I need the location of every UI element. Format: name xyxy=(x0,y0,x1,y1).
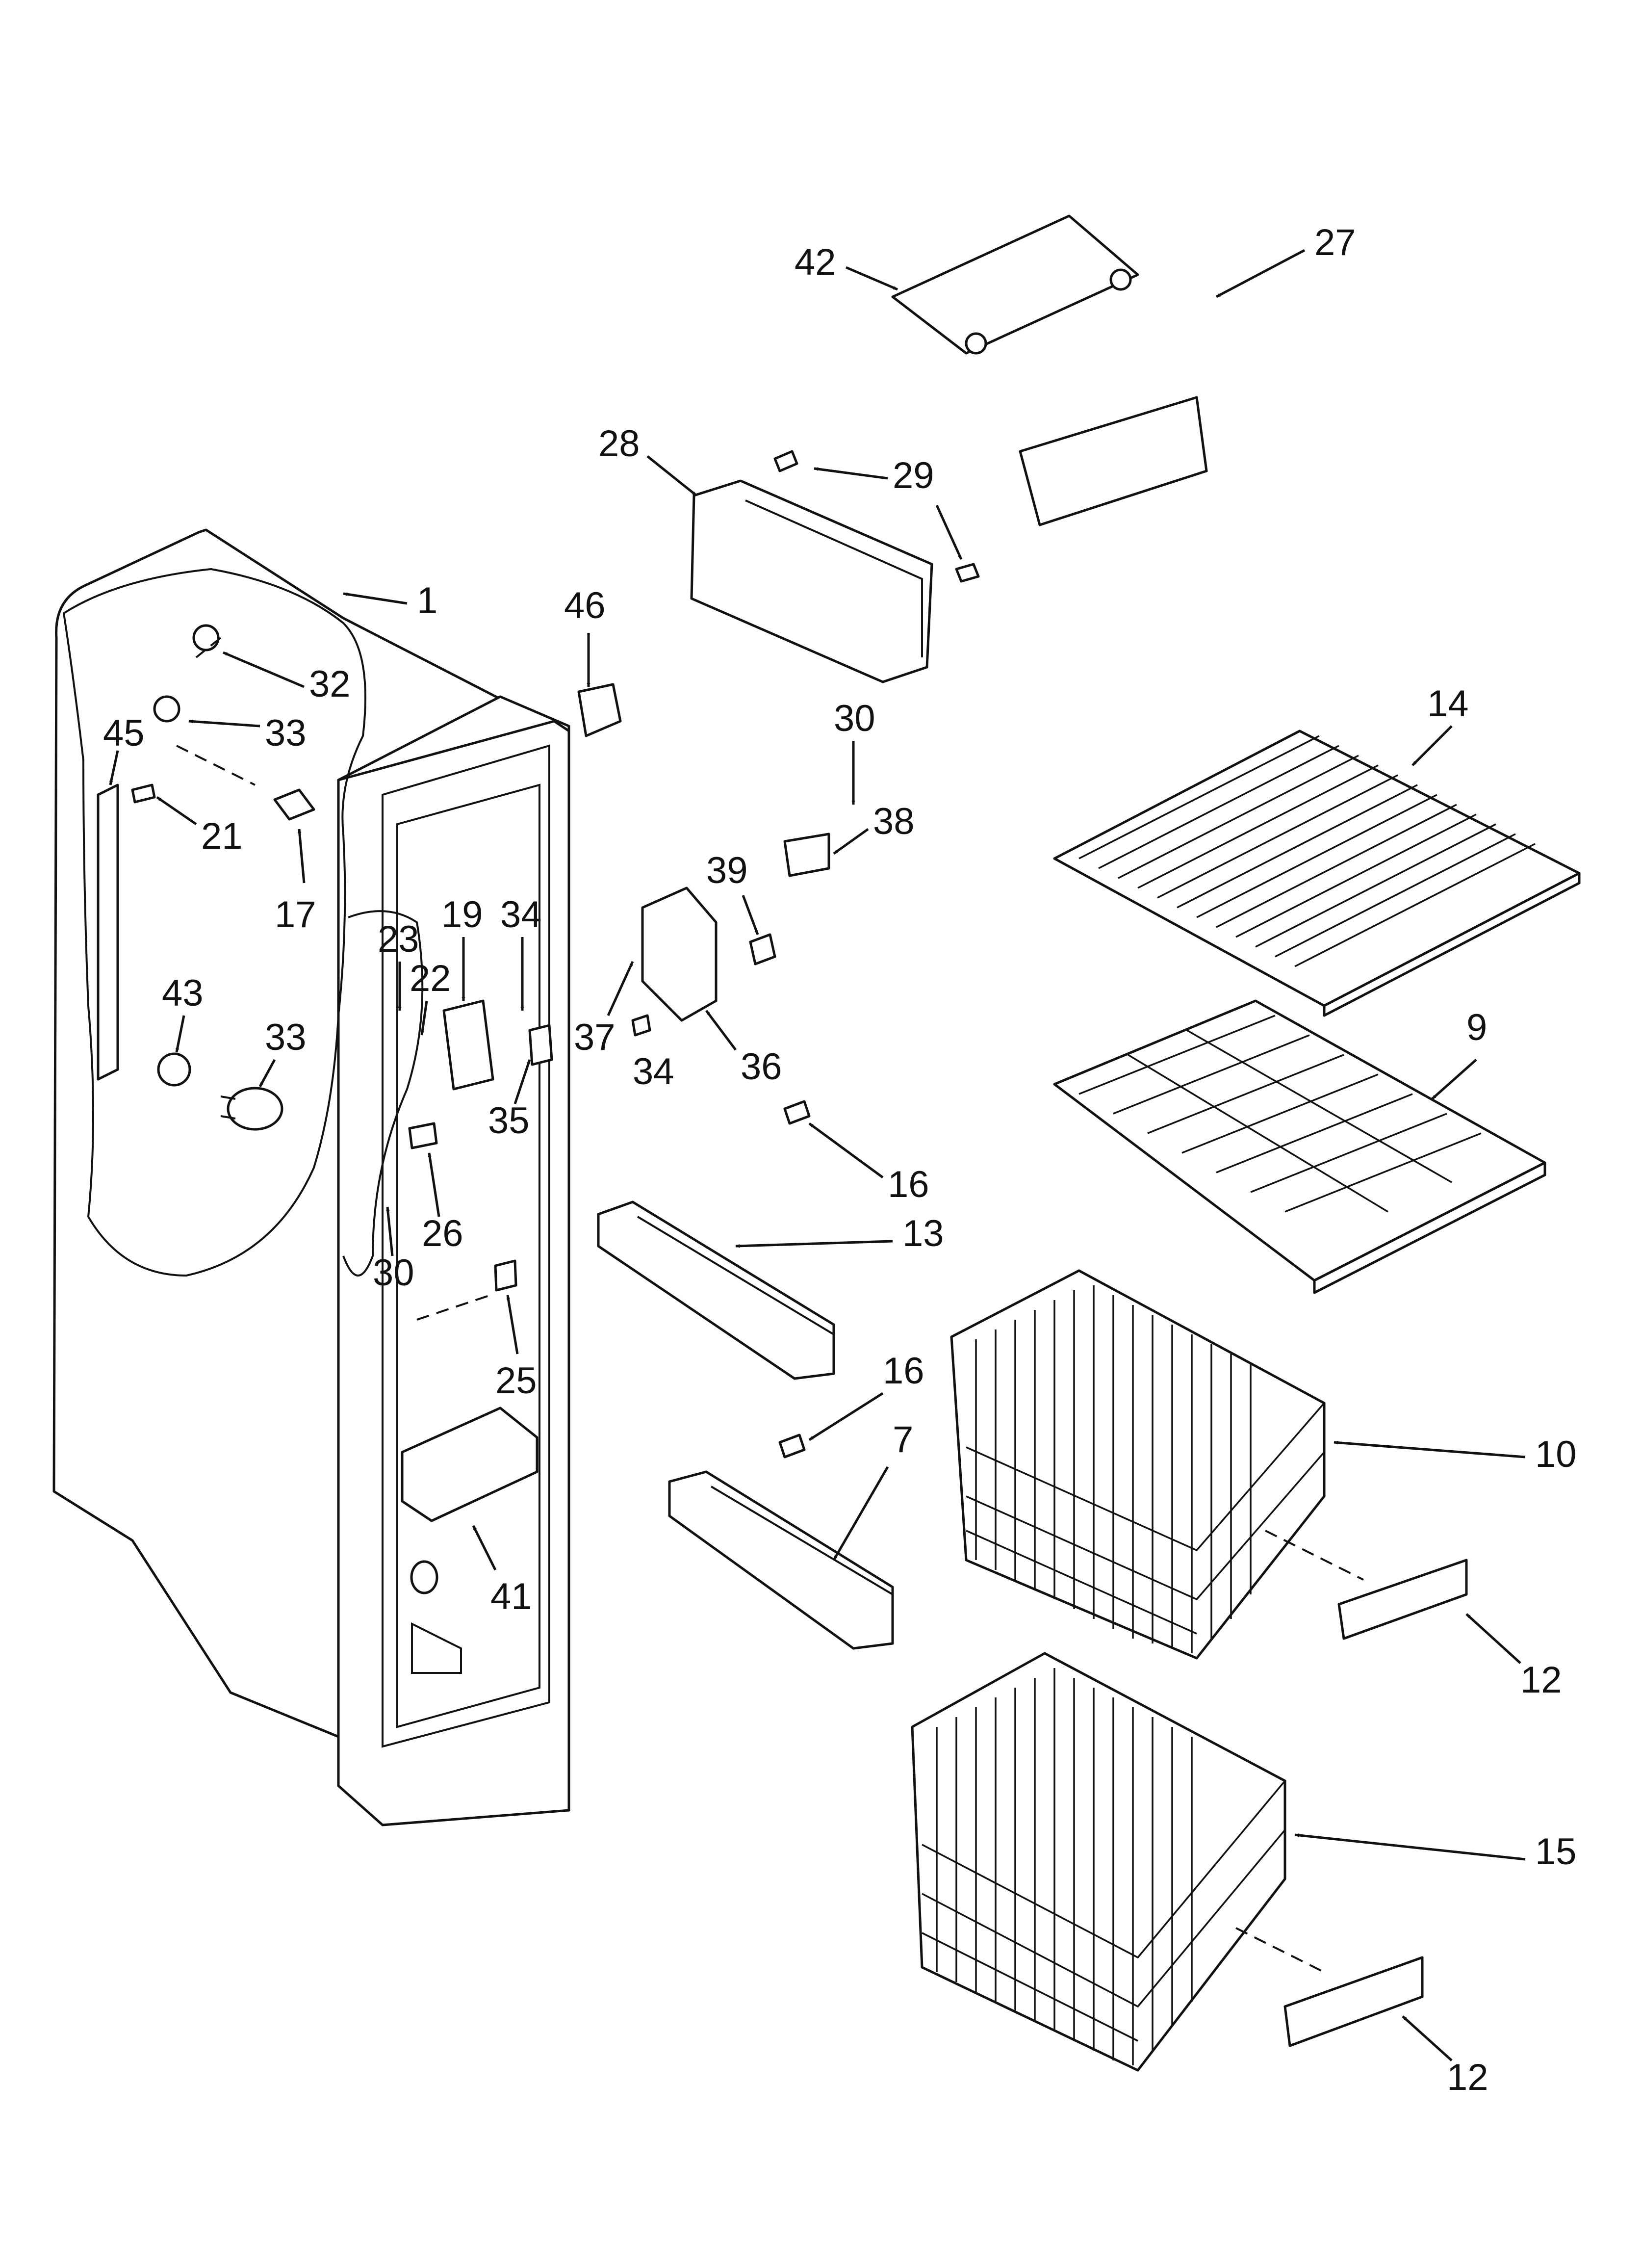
part-28 xyxy=(690,450,980,683)
callout-22: 22 xyxy=(410,958,451,999)
callout-36: 36 xyxy=(741,1046,782,1088)
callout-33-lower: 33 xyxy=(265,1017,307,1058)
callout-16-lower: 16 xyxy=(883,1350,924,1392)
callout-23: 23 xyxy=(378,918,419,960)
part-13-7-rails xyxy=(597,1100,894,1650)
callout-14: 14 xyxy=(1427,683,1469,725)
callout-29: 29 xyxy=(893,455,934,496)
callout-33: 33 xyxy=(265,712,307,754)
callout-1: 1 xyxy=(417,580,437,622)
callout-7: 7 xyxy=(893,1419,913,1460)
callout-45: 45 xyxy=(103,712,145,754)
callout-32: 32 xyxy=(309,663,351,705)
freezer-liner xyxy=(52,528,570,1826)
callout-43: 43 xyxy=(162,972,204,1014)
callout-12-lower: 12 xyxy=(1447,2057,1488,2098)
callout-39: 39 xyxy=(706,850,748,891)
part-10-basket xyxy=(950,1269,1468,1660)
callout-30-upper: 30 xyxy=(834,698,875,739)
callout-26: 26 xyxy=(422,1213,463,1254)
callout-35: 35 xyxy=(488,1100,530,1142)
callouts: 42 27 28 29 1 46 32 33 45 21 17 30 14 38… xyxy=(103,222,1577,2098)
callout-37: 37 xyxy=(574,1017,616,1058)
callout-42: 42 xyxy=(795,241,836,283)
callout-16-upper: 16 xyxy=(888,1164,929,1205)
callout-9: 9 xyxy=(1466,1007,1487,1048)
part-36-assembly xyxy=(631,833,830,1037)
part-15-basket xyxy=(911,1652,1424,2072)
callout-15: 15 xyxy=(1535,1831,1577,1873)
callout-21: 21 xyxy=(201,815,243,857)
callout-30-lower: 30 xyxy=(373,1252,414,1294)
part-14-shelf xyxy=(1053,730,1581,1017)
callout-46: 46 xyxy=(564,585,606,626)
callout-34-upper: 34 xyxy=(500,894,542,936)
part-42-27 xyxy=(891,214,1208,526)
part-9-shelf xyxy=(1053,999,1546,1294)
callout-34-lower: 34 xyxy=(633,1051,674,1093)
callout-38: 38 xyxy=(873,801,915,842)
part-46 xyxy=(577,683,622,737)
callout-10: 10 xyxy=(1535,1434,1577,1475)
callout-41: 41 xyxy=(490,1576,532,1617)
callout-17: 17 xyxy=(275,894,316,936)
callout-27: 27 xyxy=(1314,222,1356,263)
callout-19: 19 xyxy=(441,894,483,936)
callout-12-upper: 12 xyxy=(1520,1659,1562,1701)
callout-13: 13 xyxy=(902,1213,944,1254)
callout-25: 25 xyxy=(495,1360,537,1402)
callout-28: 28 xyxy=(598,423,640,465)
